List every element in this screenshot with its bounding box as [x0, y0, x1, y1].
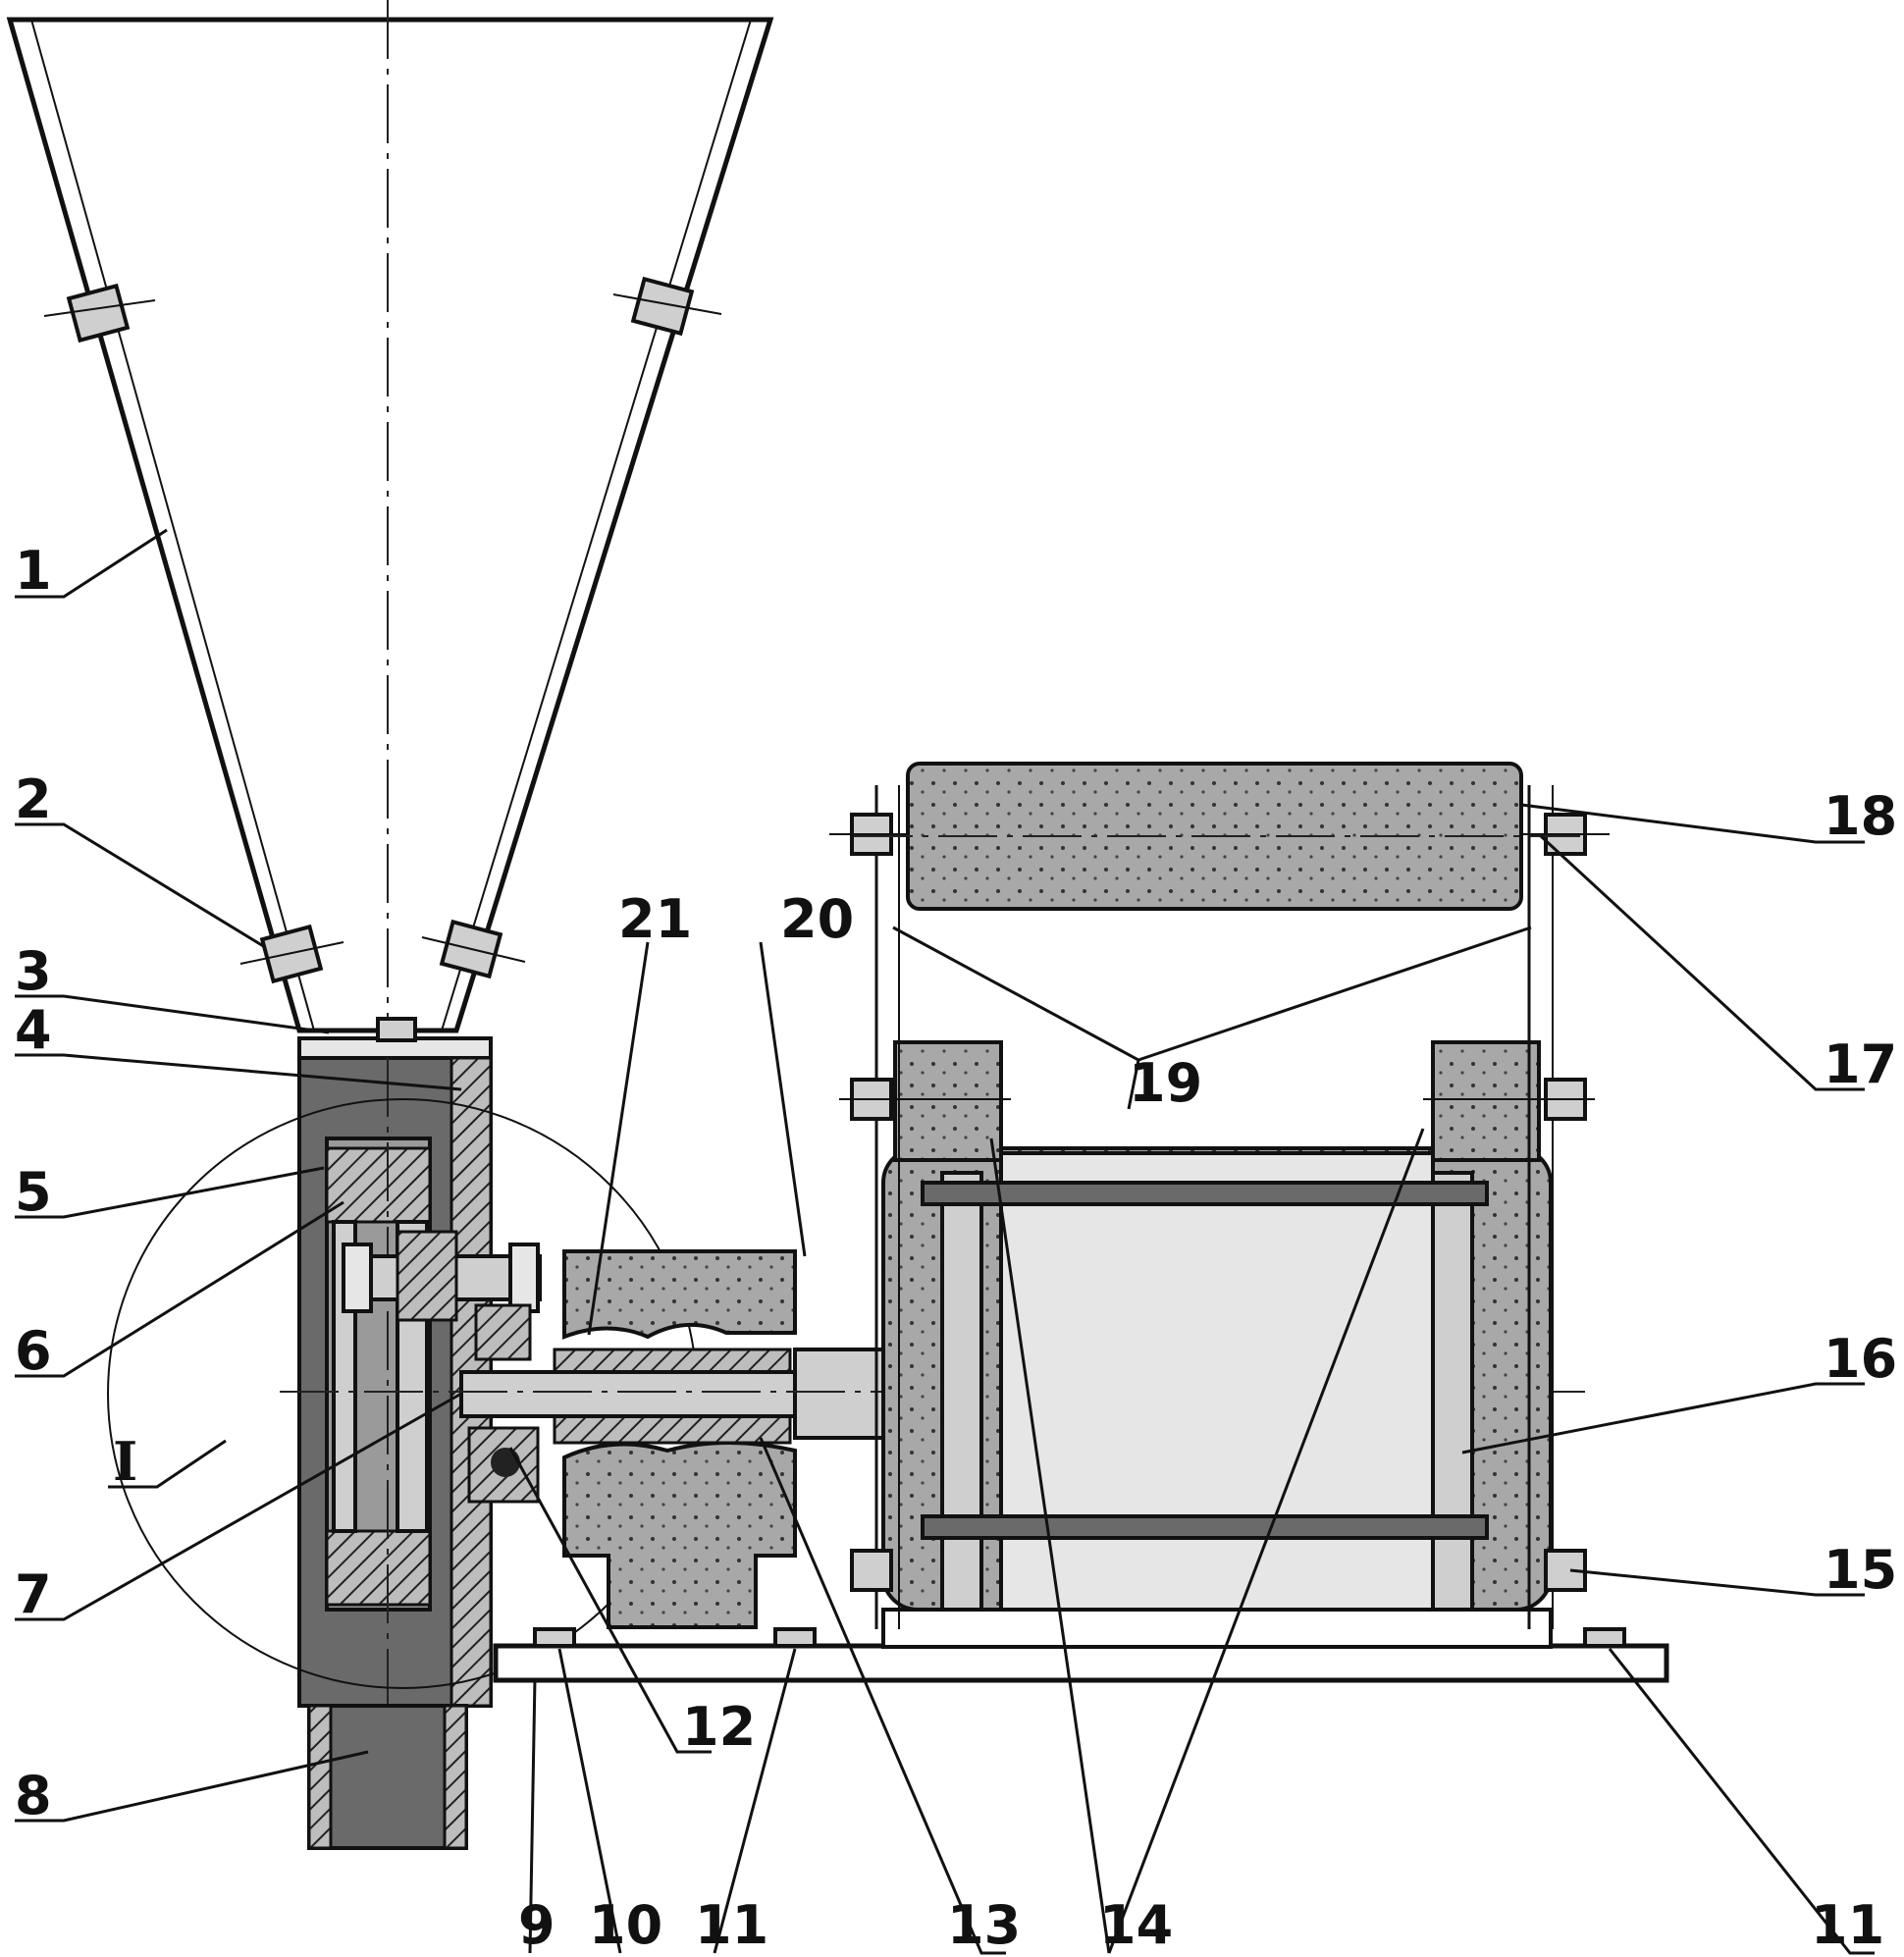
electric-motor — [881, 1040, 1553, 1649]
motor-tie-rod-upper — [921, 1181, 1489, 1206]
base-bolt-right — [1583, 1627, 1626, 1648]
callout-2: 2 — [15, 768, 52, 830]
hopper-bolt-upper-left — [43, 283, 156, 344]
callout-6: 6 — [15, 1320, 52, 1382]
callout-16: 16 — [1824, 1328, 1897, 1390]
motor-stator — [999, 1151, 1435, 1616]
callout-4: 4 — [15, 999, 52, 1061]
hopper-bolt-upper-right — [612, 276, 722, 337]
callout-13: 13 — [947, 1894, 1021, 1956]
callout-7: 7 — [15, 1563, 52, 1625]
capacitor — [854, 762, 1580, 911]
base-frame — [493, 1627, 1669, 1683]
leader-lines — [15, 528, 1875, 1955]
callout-14: 14 — [1099, 1894, 1173, 1956]
callout-12: 12 — [682, 1696, 756, 1758]
callout-20: 20 — [780, 888, 854, 950]
callout-5: 5 — [15, 1161, 52, 1223]
shaft-key — [474, 1303, 532, 1361]
hopper-bolt-lower-left — [239, 924, 344, 984]
callout-17: 17 — [1824, 1033, 1897, 1095]
motor-foot-plate — [881, 1608, 1553, 1649]
outlet-pipe — [307, 1704, 468, 1850]
base-bolt-mid — [773, 1627, 817, 1648]
motor-tie-rod-lower — [921, 1514, 1489, 1540]
hopper — [6, 0, 774, 1050]
bearing-housing-lower — [562, 1441, 797, 1629]
callout-21: 21 — [618, 888, 692, 950]
cover-nut — [376, 1017, 417, 1042]
bearing-housing-upper — [562, 1249, 797, 1340]
callout-11-left: 11 — [695, 1894, 768, 1956]
callout-1: 1 — [15, 540, 52, 602]
base-bolt-left — [533, 1627, 576, 1648]
mounting-rods — [829, 785, 1610, 1629]
motor-lifting-bracket-right — [1431, 1040, 1541, 1162]
bearing-housing — [553, 1249, 797, 1629]
callout-10: 10 — [589, 1894, 662, 1956]
rotor-upper-hammer — [325, 1146, 432, 1224]
callout-15: 15 — [1824, 1539, 1897, 1601]
hopper-bolt-lower-right — [421, 919, 526, 979]
callout-3: 3 — [15, 940, 52, 1002]
callout-9: 9 — [518, 1894, 555, 1956]
callout-I: I — [113, 1430, 137, 1493]
callout-11-right: 11 — [1811, 1894, 1884, 1956]
callout-19: 19 — [1129, 1052, 1202, 1114]
callout-8: 8 — [15, 1765, 52, 1826]
rotor-lower-hammer — [325, 1529, 432, 1607]
crusher-housing — [297, 1017, 493, 1845]
rotor-shaft-nut-assembly — [342, 1230, 542, 1322]
motor-lifting-bracket-left — [893, 1040, 1003, 1162]
callout-18: 18 — [1824, 785, 1897, 847]
